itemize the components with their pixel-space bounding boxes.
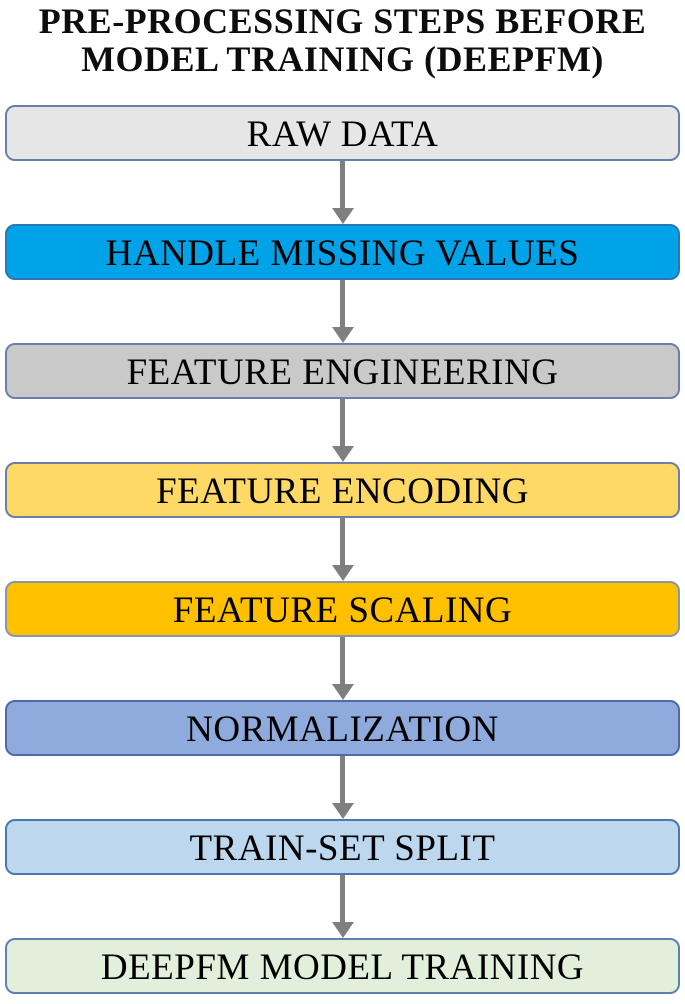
down-arrow-icon — [5, 280, 680, 343]
diagram-title: PRE-PROCESSING STEPS BEFORE MODEL TRAINI… — [0, 2, 685, 78]
diagram-title-line-2: MODEL TRAINING (DEEPFM) — [81, 39, 604, 79]
arrow-head — [331, 803, 354, 819]
down-arrow-icon — [5, 756, 680, 819]
flow-step-label: TRAIN-SET SPLIT — [189, 827, 496, 869]
flow-step-label: RAW DATA — [246, 113, 439, 155]
arrow-head — [331, 565, 354, 581]
flow-step-label: FEATURE ENGINEERING — [126, 351, 559, 393]
down-arrow-icon — [5, 637, 680, 700]
arrow-stem — [340, 637, 345, 684]
flow-step-normalization: NORMALIZATION — [5, 700, 680, 756]
flow-step-label: HANDLE MISSING VALUES — [105, 232, 580, 274]
arrow-stem — [340, 161, 345, 208]
down-arrow-icon — [5, 161, 680, 224]
flow-step-deepfm-model-training: DEEPFM MODEL TRAINING — [5, 938, 680, 994]
arrow-head — [331, 208, 354, 224]
flow-step-label: FEATURE SCALING — [172, 589, 513, 631]
arrow-stem — [340, 875, 345, 922]
arrow-head — [331, 922, 354, 938]
down-arrow-icon — [5, 518, 680, 581]
arrow-head — [331, 327, 354, 343]
arrow-head — [331, 684, 354, 700]
flow-step-handle-missing-values: HANDLE MISSING VALUES — [5, 224, 680, 280]
diagram-title-line-1: PRE-PROCESSING STEPS BEFORE — [38, 1, 647, 41]
arrow-stem — [340, 399, 345, 446]
arrow-stem — [340, 518, 345, 565]
arrow-head — [331, 446, 354, 462]
flow-step-feature-scaling: FEATURE SCALING — [5, 581, 680, 637]
flow-step-raw-data: RAW DATA — [5, 105, 680, 161]
flow-step-label: NORMALIZATION — [186, 708, 499, 750]
arrow-stem — [340, 280, 345, 327]
flow-step-label: FEATURE ENCODING — [156, 470, 529, 512]
arrow-stem — [340, 756, 345, 803]
flow-step-feature-engineering: FEATURE ENGINEERING — [5, 343, 680, 399]
flow-step-train-set-split: TRAIN-SET SPLIT — [5, 819, 680, 875]
down-arrow-icon — [5, 399, 680, 462]
flowchart: RAW DATA HANDLE MISSING VALUES FEATURE E… — [0, 105, 685, 994]
flow-step-feature-encoding: FEATURE ENCODING — [5, 462, 680, 518]
flow-step-label: DEEPFM MODEL TRAINING — [100, 946, 585, 988]
down-arrow-icon — [5, 875, 680, 938]
